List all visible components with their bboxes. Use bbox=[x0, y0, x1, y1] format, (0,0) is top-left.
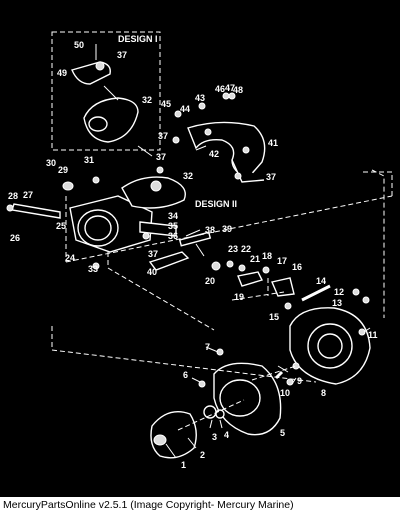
callout-47: 47 bbox=[225, 83, 235, 93]
callout-8: 8 bbox=[321, 388, 326, 398]
callout-24: 24 bbox=[65, 253, 75, 263]
callout-25: 25 bbox=[56, 221, 66, 231]
callout-13: 13 bbox=[332, 298, 342, 308]
callout-12: 12 bbox=[334, 287, 344, 297]
design-1-inset-frame bbox=[51, 31, 161, 151]
callout-16: 16 bbox=[292, 262, 302, 272]
callout-10: 10 bbox=[280, 388, 290, 398]
callout-17: 17 bbox=[277, 256, 287, 266]
callout-39: 39 bbox=[222, 224, 232, 234]
callout-23: 23 bbox=[228, 244, 238, 254]
leader-lines bbox=[137, 145, 371, 459]
copyright-footer: MercuryPartsOnline v2.5.1 (Image Copyrig… bbox=[0, 497, 400, 513]
callout-14: 14 bbox=[316, 276, 326, 286]
callout-4: 4 bbox=[224, 430, 229, 440]
carburetor-assembly bbox=[6, 176, 212, 271]
callout-30: 30 bbox=[46, 158, 56, 168]
callout-11: 11 bbox=[368, 330, 378, 340]
callout-1: 1 bbox=[181, 460, 186, 470]
callout-45: 45 bbox=[161, 99, 171, 109]
callout-49: 49 bbox=[57, 68, 67, 78]
callout-20: 20 bbox=[205, 276, 215, 286]
callout-37-design-1: 37 bbox=[117, 50, 127, 60]
cover-5 bbox=[213, 362, 282, 436]
callout-18: 18 bbox=[262, 251, 272, 261]
callout-32-design-2: 32 bbox=[183, 171, 193, 181]
exploded-view-guides bbox=[51, 169, 393, 431]
callout-28: 28 bbox=[8, 191, 18, 201]
callout-7: 7 bbox=[205, 342, 210, 352]
callout-29: 29 bbox=[58, 165, 68, 175]
rod-14 bbox=[301, 284, 331, 302]
linkage-parts bbox=[211, 260, 295, 310]
callout-41: 41 bbox=[268, 138, 278, 148]
design-1-parts bbox=[71, 44, 139, 143]
callout-27: 27 bbox=[23, 190, 33, 200]
callout-9: 9 bbox=[297, 376, 302, 386]
callout-37-mid: 37 bbox=[156, 152, 166, 162]
callout-37-lower: 37 bbox=[148, 249, 158, 259]
callout-3: 3 bbox=[212, 432, 217, 442]
callout-15: 15 bbox=[269, 312, 279, 322]
exploded-parts-diagram: DESIGN I bbox=[6, 31, 393, 470]
callout-50: 50 bbox=[74, 40, 84, 50]
callout-35: 35 bbox=[168, 221, 178, 231]
callout-44: 44 bbox=[180, 104, 190, 114]
callout-32-design-1: 32 bbox=[142, 95, 152, 105]
callout-labels: 1 2 3 4 5 6 7 8 9 10 11 12 13 14 15 16 1… bbox=[8, 40, 378, 470]
callout-37-right: 37 bbox=[266, 172, 276, 182]
callout-31: 31 bbox=[84, 155, 94, 165]
callout-40: 40 bbox=[147, 267, 157, 277]
callout-43: 43 bbox=[195, 93, 205, 103]
callout-33: 33 bbox=[88, 264, 98, 274]
callout-21: 21 bbox=[250, 254, 260, 264]
callout-38: 38 bbox=[205, 225, 215, 235]
callout-26: 26 bbox=[10, 233, 20, 243]
callout-36: 36 bbox=[168, 231, 178, 241]
callout-46: 46 bbox=[215, 84, 225, 94]
callout-19: 19 bbox=[234, 292, 244, 302]
callout-2: 2 bbox=[200, 450, 205, 460]
callout-5: 5 bbox=[280, 428, 285, 438]
callout-37-top: 37 bbox=[158, 131, 168, 141]
plate-2 bbox=[150, 405, 225, 459]
design-1-label: DESIGN I bbox=[118, 34, 158, 44]
bracket-41 bbox=[187, 121, 266, 183]
callout-22: 22 bbox=[241, 244, 251, 254]
design-2-label: DESIGN II bbox=[195, 199, 237, 209]
callout-48: 48 bbox=[233, 85, 243, 95]
callout-34: 34 bbox=[168, 211, 178, 221]
housing-8 bbox=[289, 307, 371, 385]
callout-42: 42 bbox=[209, 149, 219, 159]
callout-6: 6 bbox=[183, 370, 188, 380]
